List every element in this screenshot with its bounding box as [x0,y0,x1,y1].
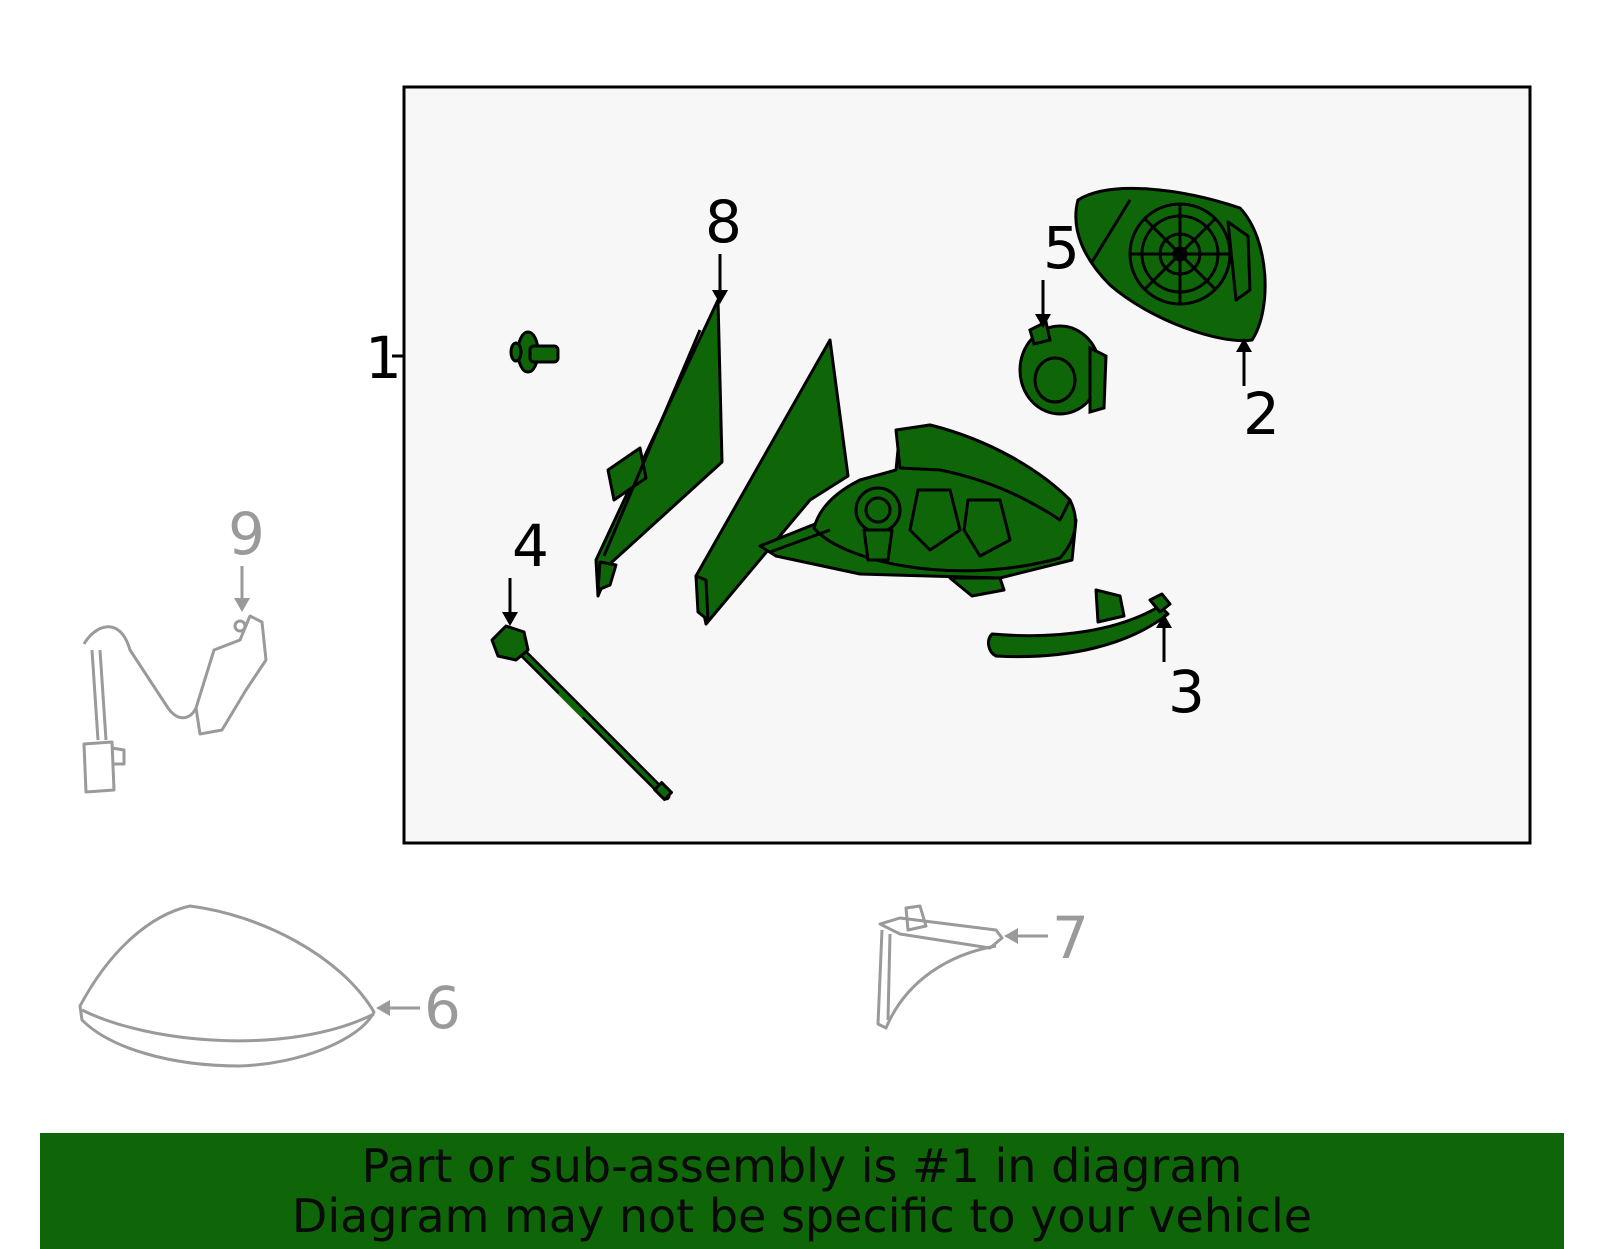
callout-5: 5 [1043,214,1080,282]
mirror-cap-part[interactable] [78,904,376,1068]
callout-7-arrowhead [1004,928,1018,944]
notice-banner: Part or sub-assembly is #1 in diagram Di… [40,1133,1564,1249]
callout-1: 1 [365,324,402,392]
callout-4: 4 [512,512,549,580]
bracket-part[interactable] [876,904,1004,1030]
sensor-cable-part[interactable] [490,624,673,801]
banner-line-1: Part or sub-assembly is #1 in diagram [361,1139,1243,1193]
mirror-glass-part[interactable] [594,298,724,598]
pin-fastener-part[interactable] [509,330,560,374]
wiring-harness-part[interactable] [82,614,268,794]
mirror-motor-part[interactable] [1018,319,1108,416]
callout-3: 3 [1168,658,1205,726]
callout-5-arrowhead [1035,314,1051,328]
callout-2: 2 [1243,380,1280,448]
callout-9: 9 [228,500,265,568]
callout-8: 8 [705,188,742,256]
callout-3-arrowhead [1156,614,1172,628]
callout-2-arrowhead [1236,338,1252,352]
callout-4-arrowhead [502,612,518,626]
turn-signal-part[interactable] [987,588,1172,659]
callout-7: 7 [1052,904,1089,972]
callout-6-arrowhead [376,1000,390,1016]
callout-9-arrowhead [234,598,250,612]
mirror-base-part[interactable] [1074,186,1267,343]
banner-line-2: Diagram may not be specific to your vehi… [291,1189,1313,1243]
callout-8-arrowhead [712,290,728,304]
mirror-housing-part[interactable] [694,338,1078,626]
callout-6: 6 [424,974,461,1042]
